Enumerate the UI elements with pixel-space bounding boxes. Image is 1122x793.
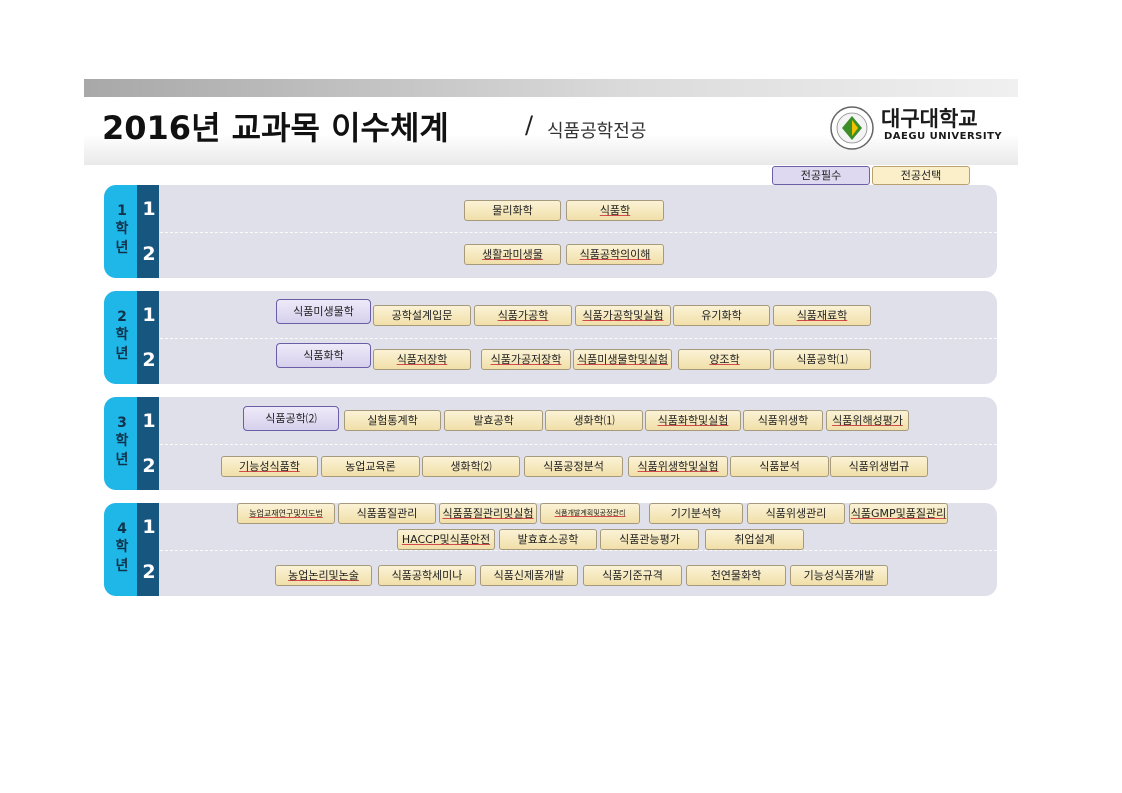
semester-1: 1 <box>142 516 156 538</box>
course-box: 식품공학의이해 <box>566 244 664 265</box>
course-box: 식품위해성평가 <box>826 410 909 431</box>
course-box: 식품공학⑴ <box>773 349 871 370</box>
semester-divider <box>160 232 997 233</box>
year-panel-1: 1 학 년 1 2 물리화학 식품학 생활과미생물 식품공학의이해 <box>104 185 997 278</box>
course-box: 식품가공학 <box>474 305 572 326</box>
semester-tab <box>137 291 159 384</box>
course-box: 식품품질관리및실험 <box>439 503 537 524</box>
course-box: 기능성식품개발 <box>790 565 888 586</box>
course-box-required: 식품화학 <box>276 343 371 368</box>
year-number: 4 <box>117 521 127 537</box>
course-box: 식품공학세미나 <box>378 565 476 586</box>
course-box: 식품미생물학및실험 <box>573 349 672 370</box>
year-panel-3: 3 학 년 1 2 식품공학⑵ 실험통계학 발효공학 생화학⑴ 식품화학및실험 … <box>104 397 997 490</box>
course-box: 발효공학 <box>444 410 543 431</box>
semester-divider <box>160 550 997 551</box>
course-box-required: 식품공학⑵ <box>243 406 339 431</box>
semester-1: 1 <box>142 198 156 220</box>
top-bar <box>84 79 1018 97</box>
course-box: 식품위생관리 <box>747 503 845 524</box>
course-box: 식품학 <box>566 200 664 221</box>
semester-2: 2 <box>142 349 156 371</box>
course-box: 취업설계 <box>705 529 804 550</box>
course-box: 식품위생학및실험 <box>628 456 728 477</box>
course-box: 식품저장학 <box>373 349 471 370</box>
course-box: 식품위생법규 <box>830 456 928 477</box>
course-box: 식품기준규격 <box>583 565 682 586</box>
course-box: 식품신제품개발 <box>480 565 578 586</box>
semester-tab <box>137 185 159 278</box>
course-box: 농업논리및논술 <box>275 565 372 586</box>
legend-required: 전공필수 <box>772 166 870 185</box>
year-tab <box>104 397 137 490</box>
year-char-hak: 학 <box>115 327 129 343</box>
course-box: 식품위생학 <box>743 410 823 431</box>
course-box: 식품관능평가 <box>600 529 699 550</box>
legend-elective: 전공선택 <box>872 166 970 185</box>
logo-english: DAEGU UNIVERSITY <box>884 131 1003 142</box>
slide: 2016년 교과목 이수체계 / 식품공학전공 대구대학교 DAEGU UNIV… <box>84 79 1018 603</box>
semester-divider <box>160 444 997 445</box>
course-box: 식품분석 <box>730 456 829 477</box>
semester-divider <box>160 338 997 339</box>
semester-tab <box>137 503 159 596</box>
course-box-required: 식품미생물학 <box>276 299 371 324</box>
year-char-hak: 학 <box>115 433 129 449</box>
course-box: 식품화학및실험 <box>645 410 741 431</box>
page-title: 2016년 교과목 이수체계 <box>102 109 449 147</box>
course-box: 유기화학 <box>673 305 770 326</box>
course-box: 식품품질관리 <box>338 503 436 524</box>
year-char-nyeon: 년 <box>115 346 129 362</box>
semester-tab <box>137 397 159 490</box>
year-number: 2 <box>117 309 127 325</box>
title-separator: / <box>525 111 534 139</box>
course-box: 농업교재연구및지도법 <box>237 503 335 524</box>
course-box: 생화학⑵ <box>422 456 520 477</box>
year-char-hak: 학 <box>115 221 129 237</box>
semester-2: 2 <box>142 243 156 265</box>
year-tab <box>104 503 137 596</box>
course-box: 발효효소공학 <box>499 529 597 550</box>
year-panel-4: 4 학 년 1 2 농업교재연구및지도법 식품품질관리 식품품질관리및실험 식품… <box>104 503 997 596</box>
course-box: 농업교육론 <box>321 456 420 477</box>
course-box: 생활과미생물 <box>464 244 561 265</box>
course-box: 양조학 <box>678 349 771 370</box>
year-panel-2: 2 학 년 1 2 식품미생물학 공학설계입문 식품가공학 식품가공학및실험 유… <box>104 291 997 384</box>
course-box: 식품개발계획및공정관리 <box>540 503 640 524</box>
logo-korean: 대구대학교 <box>881 107 978 131</box>
course-box: 실험통계학 <box>344 410 441 431</box>
year-char-nyeon: 년 <box>115 452 129 468</box>
course-box: 식품GMP및품질관리 <box>849 503 948 524</box>
course-box: 식품가공저장학 <box>481 349 571 370</box>
course-box: 기능성식품학 <box>221 456 318 477</box>
page-subtitle: 식품공학전공 <box>547 121 647 142</box>
year-number: 1 <box>117 203 127 219</box>
course-box: 기기분석학 <box>649 503 743 524</box>
year-char-nyeon: 년 <box>115 240 129 256</box>
course-box: 식품가공학및실험 <box>575 305 671 326</box>
course-box: HACCP및식품안전 <box>397 529 495 550</box>
year-tab <box>104 291 137 384</box>
course-box: 생화학⑴ <box>545 410 643 431</box>
year-char-hak: 학 <box>115 539 129 555</box>
year-tab <box>104 185 137 278</box>
year-char-nyeon: 년 <box>115 558 129 574</box>
course-box: 식품재료학 <box>773 305 871 326</box>
course-box: 물리화학 <box>464 200 561 221</box>
semester-1: 1 <box>142 410 156 432</box>
course-box: 식품공정분석 <box>524 456 623 477</box>
semester-2: 2 <box>142 561 156 583</box>
semester-1: 1 <box>142 304 156 326</box>
university-emblem-icon <box>830 106 874 150</box>
course-box: 공학설계입문 <box>373 305 471 326</box>
header: 2016년 교과목 이수체계 / 식품공학전공 대구대학교 DAEGU UNIV… <box>84 97 1018 165</box>
course-box: 천연물화학 <box>686 565 786 586</box>
semester-2: 2 <box>142 455 156 477</box>
year-number: 3 <box>117 415 127 431</box>
